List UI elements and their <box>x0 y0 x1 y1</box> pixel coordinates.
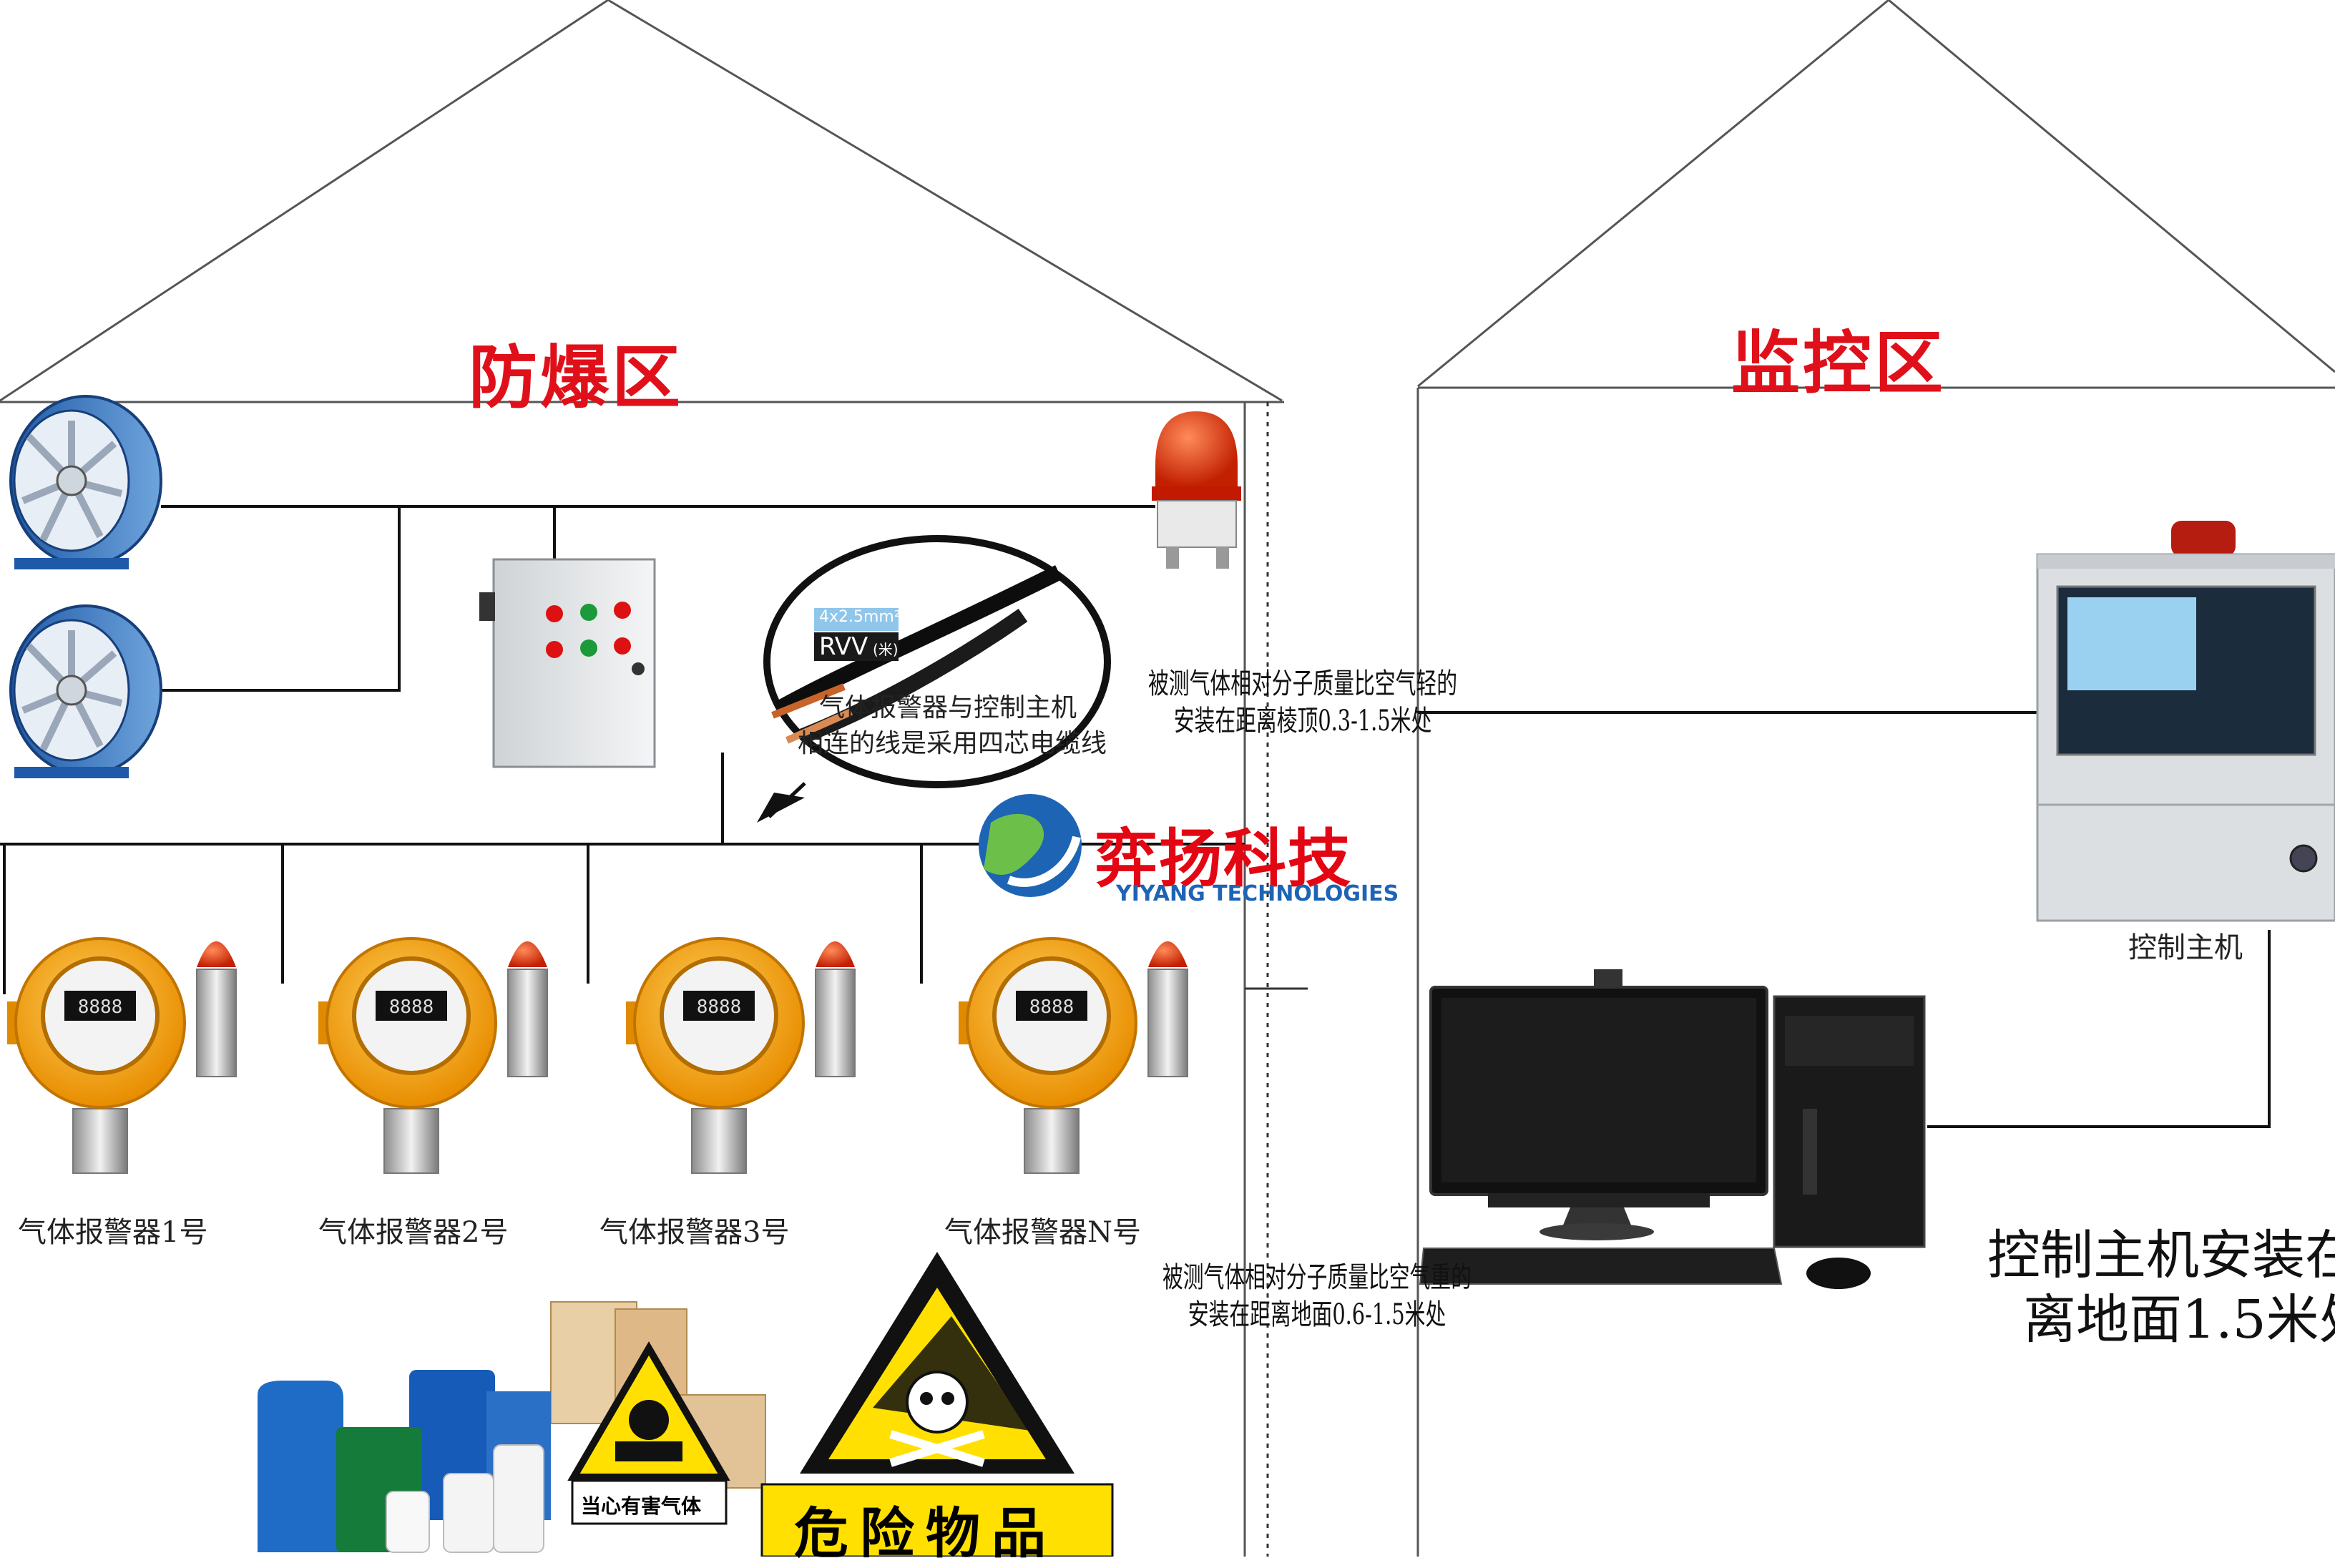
dangerous-goods-sign-text: 危险物品 <box>794 1501 1057 1565</box>
cable-spec: 4x2.5mm² <box>819 608 901 626</box>
install-note-heavier-line1: 被测气体相对分子质量比空气重的 <box>1162 1261 1472 1294</box>
control-box <box>479 558 656 768</box>
detector-display-3: 8888 <box>697 996 742 1018</box>
exhaust-fan-1 <box>9 395 162 569</box>
pc-tower <box>1773 995 1926 1248</box>
controller-label: 控制主机 <box>2128 931 2243 964</box>
harmful-gas-warning-sign <box>567 1341 730 1525</box>
controller-install-line1: 控制主机安装在距 <box>1987 1225 2335 1286</box>
cable-type: RVV <box>819 632 868 661</box>
wiring <box>0 505 2271 1128</box>
gas-detector-2: 8888 <box>318 937 548 1174</box>
detector-label-1: 气体报警器1号 <box>18 1216 208 1249</box>
cable-note-line2: 相连的线是采用四芯电缆线 <box>798 729 1107 758</box>
explosion-zone-building <box>0 0 1284 1557</box>
install-note-lighter: 被测气体相对分子质量比空气轻的 安装在距离棱顶0.3-1.5米处 <box>1148 665 1457 740</box>
detector-display-1: 8888 <box>78 996 123 1018</box>
detector-label-2: 气体报警器2号 <box>318 1216 509 1249</box>
detector-display-4: 8888 <box>1029 996 1075 1018</box>
install-note-heavier: 被测气体相对分子质量比空气重的 安装在距离地面0.6-1.5米处 <box>1162 1259 1472 1333</box>
brand-name-en: YIYANG TECHNOLOGIES <box>1116 881 1399 906</box>
detector-label-4: 气体报警器N号 <box>944 1216 1141 1249</box>
pc-monitor <box>1429 969 1768 1240</box>
cable-note-line1: 气体报警器与控制主机 <box>819 693 1077 722</box>
gas-detector-1: 8888 <box>7 937 237 1174</box>
install-note-lighter-line2: 安装在距离棱顶0.3-1.5米处 <box>1173 705 1432 738</box>
cable-type-suffix: (米) <box>873 641 899 658</box>
gas-detector-3: 8888 <box>626 937 856 1174</box>
explosion-zone-title: 防爆区 <box>469 338 683 418</box>
monitoring-zone-title: 监控区 <box>1731 323 1946 403</box>
brand-name-cn: 弈扬科技 <box>1095 822 1353 896</box>
keyboard <box>1419 1248 1783 1285</box>
mouse <box>1806 1258 1871 1289</box>
monitoring-zone-building <box>1416 0 2335 1557</box>
controller-host <box>2036 521 2335 922</box>
install-note-heavier-line2: 安装在距离地面0.6-1.5米处 <box>1188 1298 1446 1331</box>
dangerous-goods-sign <box>760 1252 1114 1557</box>
brand-logo-mark <box>979 794 1082 897</box>
install-note-lighter-line1: 被测气体相对分子质量比空气轻的 <box>1148 667 1457 700</box>
detector-label-3: 气体报警器3号 <box>599 1216 790 1249</box>
exhaust-fan-2 <box>9 604 162 778</box>
strobe-beacon <box>1152 411 1241 569</box>
cable-callout <box>757 535 1111 823</box>
controller-install-line2: 离地面1.5米处 <box>2023 1289 2335 1351</box>
gas-detector-4: 8888 <box>959 937 1188 1174</box>
harmful-gas-sign-text: 当心有害气体 <box>581 1494 702 1518</box>
detector-display-2: 8888 <box>389 996 434 1018</box>
